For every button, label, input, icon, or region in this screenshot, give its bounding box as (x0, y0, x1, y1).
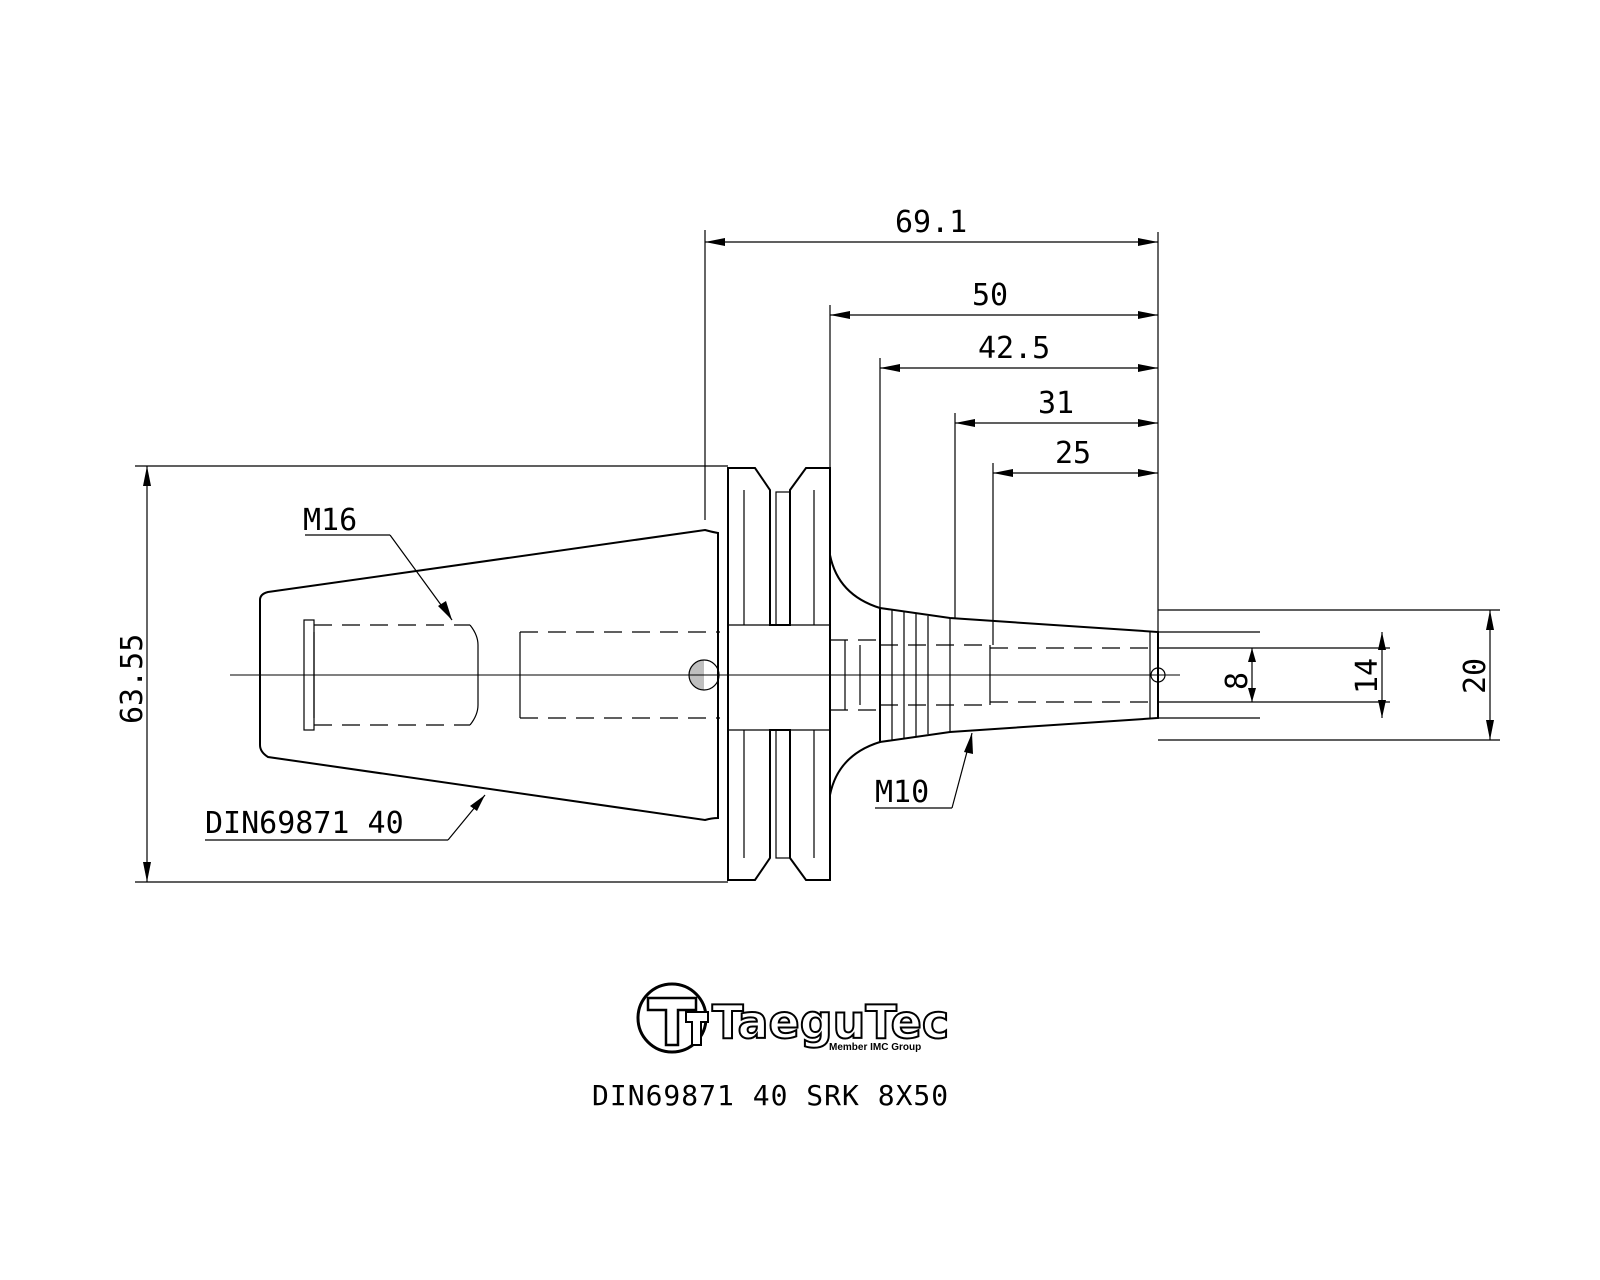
dim-42-5-label: 42.5 (978, 331, 1050, 366)
dimension-8: 8 (1220, 648, 1256, 702)
dim-8-label: 8 (1220, 672, 1255, 690)
dim-20-label: 20 (1458, 658, 1493, 694)
dimension-50: 50 (830, 278, 1158, 319)
label-m16: M16 (303, 503, 357, 538)
dim-14-label: 14 (1350, 658, 1385, 694)
cross-hole-right (1150, 667, 1166, 683)
callout-taper: DIN69871 40 (205, 794, 486, 841)
dimension-31: 31 (955, 386, 1158, 427)
dimension-42-5: 42.5 (880, 331, 1158, 372)
flange (727, 467, 831, 881)
taper-shank (259, 528, 719, 822)
cross-hole-left (688, 659, 720, 691)
dim-69-1-label: 69.1 (895, 205, 967, 240)
dim-50-label: 50 (972, 278, 1008, 313)
label-m10: M10 (875, 775, 929, 810)
dimension-63-55: 63.55 (115, 466, 151, 882)
label-taper: DIN69871 40 (205, 806, 404, 841)
drive-slot-top (775, 491, 791, 626)
extension-lines (135, 230, 1500, 883)
dim-31-label: 31 (1038, 386, 1074, 421)
tool-holder-body (230, 467, 1180, 881)
dim-25-label: 25 (1055, 436, 1091, 471)
dim-63-55-label: 63.55 (115, 634, 150, 724)
dimension-14: 14 (1350, 632, 1386, 718)
callout-m16: M16 (303, 503, 453, 621)
part-caption: DIN69871 40 SRK 8X50 (592, 1079, 949, 1112)
callout-m10: M10 (875, 732, 973, 810)
logo-tagline: Member IMC Group (829, 1042, 921, 1053)
dimension-69-1: 69.1 (705, 205, 1158, 246)
drive-slot-bottom (775, 729, 791, 859)
dimension-25: 25 (993, 436, 1158, 477)
taegutec-logo: TaeguTec Member IMC Group (636, 982, 950, 1054)
dimension-20: 20 (1458, 610, 1494, 740)
logo-wordmark: TaeguTec (712, 995, 949, 1049)
